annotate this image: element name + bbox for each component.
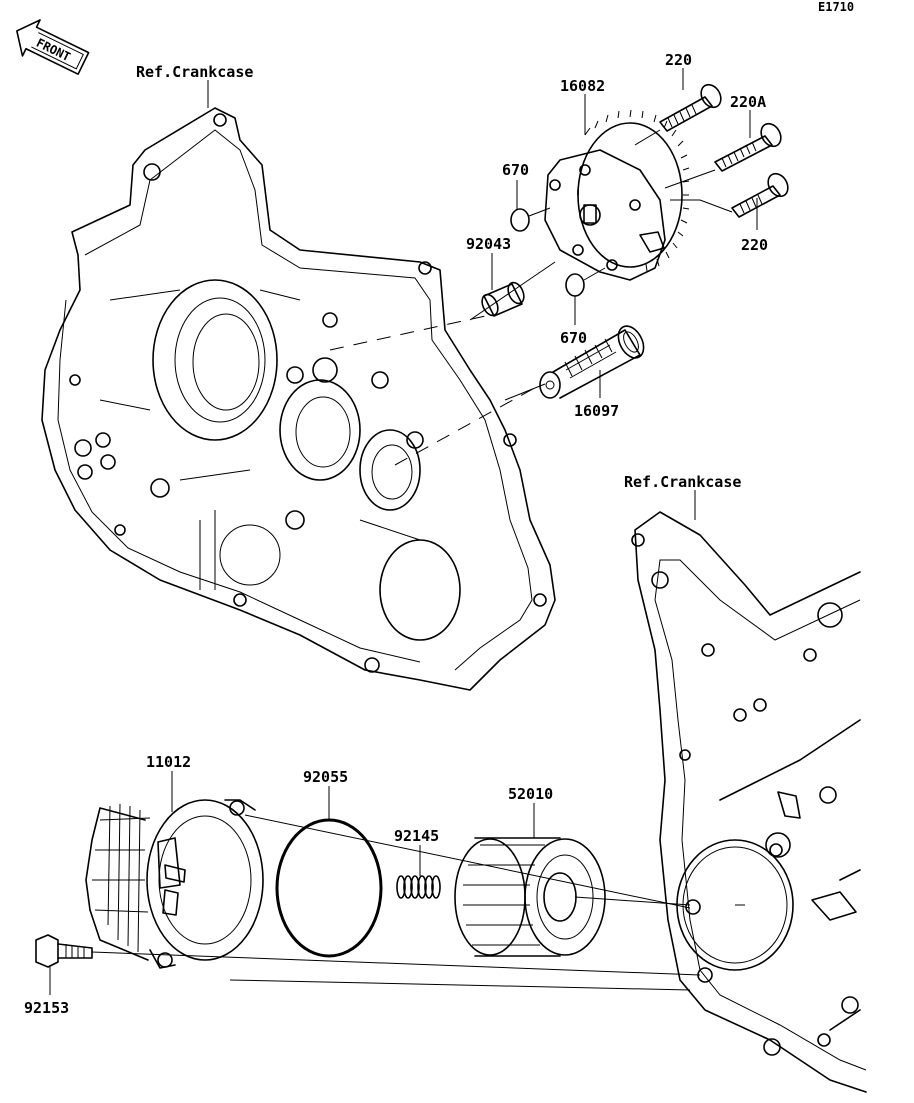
part-label-16082: 16082 <box>560 77 605 95</box>
diagram-code: E1710 <box>818 0 854 14</box>
part-label-220-top: 220 <box>665 51 692 69</box>
part-label-92153: 92153 <box>24 999 69 1017</box>
oil-filter-52010-drawing <box>454 837 606 957</box>
bolt-220a-drawing <box>714 122 782 172</box>
o-ring-670-top-drawing <box>510 208 530 232</box>
strainer-16097-drawing <box>539 325 645 399</box>
ref-crankcase-upper-label: Ref.Crankcase <box>136 63 253 81</box>
upper-crankcase-drawing <box>41 107 556 691</box>
lead-16097-axis <box>504 383 546 401</box>
part-label-670-bottom: 670 <box>560 329 587 347</box>
dash-pump-dowel <box>329 314 491 351</box>
part-label-92055: 92055 <box>303 768 348 786</box>
o-ring-670-bottom-drawing <box>565 273 585 297</box>
part-label-220-bottom: 220 <box>741 236 768 254</box>
bolt-220-top-drawing <box>659 83 722 132</box>
part-label-220a: 220A <box>730 93 766 111</box>
bolt-220-bottom-drawing <box>731 172 789 218</box>
bolt-92153-drawing <box>35 934 93 968</box>
lead-cover-bolt <box>229 979 691 991</box>
spring-92145-drawing <box>396 875 441 899</box>
part-label-52010: 52010 <box>508 785 553 803</box>
lead-bolt-220a <box>664 169 716 189</box>
front-arrow-icon: FRONT <box>16 19 90 75</box>
lead-11012-axis <box>244 814 691 909</box>
lower-crankcase-drawing <box>631 511 867 1093</box>
lead-bolt-220-bottom <box>670 199 733 213</box>
dowel-92043-drawing <box>481 281 525 317</box>
part-label-11012: 11012 <box>146 753 191 771</box>
ref-crankcase-lower-label: Ref.Crankcase <box>624 473 741 491</box>
filter-cover-11012-drawing <box>85 799 264 969</box>
lead-o-ring-top-axis <box>528 207 551 217</box>
lead-o-ring-bottom-axis <box>583 267 606 281</box>
part-label-92043: 92043 <box>466 235 511 253</box>
part-label-92145: 92145 <box>394 827 439 845</box>
dash-strainer <box>394 384 541 466</box>
lead-filter-axis <box>574 896 691 906</box>
part-label-16097: 16097 <box>574 402 619 420</box>
lead-92153-axis <box>91 951 701 976</box>
lead-bolt-220-top <box>634 129 661 146</box>
oil-pump-drawing <box>544 109 690 281</box>
part-label-670-top: 670 <box>502 161 529 179</box>
lead-92043 <box>469 261 556 321</box>
